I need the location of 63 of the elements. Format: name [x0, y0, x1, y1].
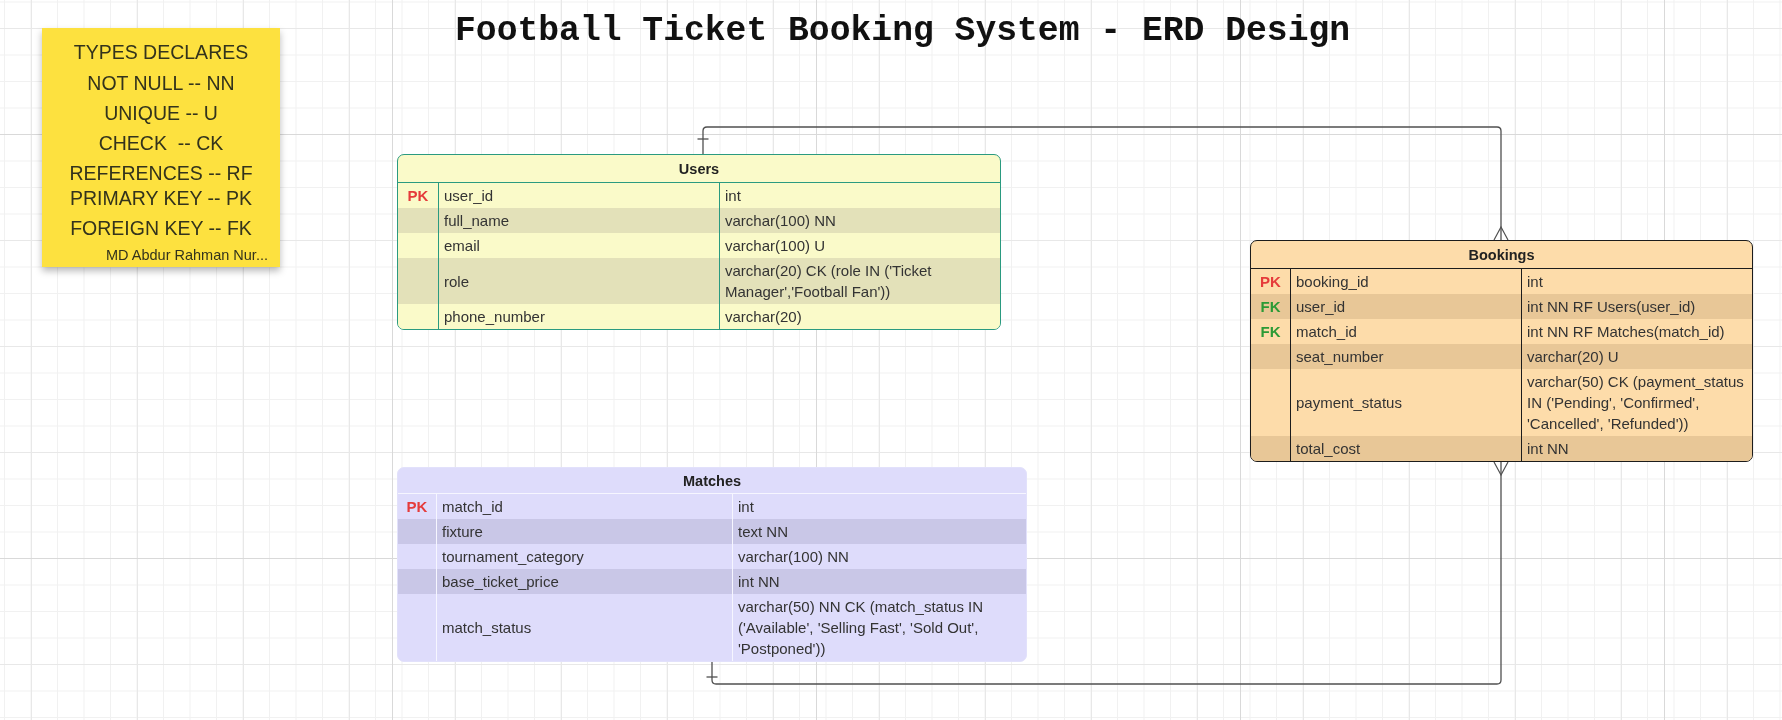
- column-type: varchar(20): [725, 307, 802, 327]
- table-row: [398, 304, 1000, 329]
- column-type: varchar(100) NN: [725, 211, 836, 231]
- table-row: [398, 569, 1026, 594]
- column-type: int NN RF Matches(match_id): [1527, 322, 1725, 342]
- column-type: varchar(20) CK (role IN ('Ticket Manager','Football Fan')): [725, 261, 933, 302]
- column-type: text NN: [738, 522, 788, 542]
- column-name: match_id: [442, 497, 503, 517]
- table-row: [1251, 294, 1752, 319]
- column-name: full_name: [444, 211, 510, 231]
- diagram-title: Football Ticket Booking System - ERD Design: [455, 11, 1351, 51]
- note-text: PRIMARY KEY -- PK: [69, 187, 253, 209]
- entity-table: [397, 154, 1001, 330]
- foreign-key-label: FK: [1260, 322, 1281, 342]
- note-text: UNIQUE -- U: [104, 102, 218, 124]
- note-text: NOT NULL -- NN: [87, 72, 235, 94]
- table-title: Matches: [683, 472, 741, 489]
- column-name: user_id: [1296, 297, 1346, 317]
- table-title: Users: [678, 160, 720, 177]
- note-text: TYPES DECLARES: [73, 41, 249, 63]
- column-type: int NN: [1527, 439, 1569, 459]
- entity-table: [1250, 240, 1753, 462]
- column-type: int: [1527, 272, 1543, 292]
- table-row: [398, 519, 1026, 544]
- column-type: int NN: [738, 572, 780, 592]
- entity-table: [397, 467, 1027, 662]
- table-row: [398, 208, 1000, 233]
- column-type: varchar(100) NN: [738, 547, 849, 567]
- column-name: email: [444, 236, 480, 256]
- column-name: match_status: [442, 618, 532, 638]
- primary-key-label: PK: [1260, 272, 1281, 292]
- primary-key-label: PK: [407, 186, 429, 206]
- column-name: phone_number: [444, 307, 545, 327]
- table-row: [398, 258, 1000, 304]
- table-title: Bookings: [1468, 246, 1535, 263]
- relationship-line: [705, 461, 1509, 685]
- column-type: varchar(100) U: [725, 236, 826, 256]
- foreign-key-label: FK: [1260, 297, 1281, 317]
- column-name: booking_id: [1296, 272, 1369, 292]
- sticky-note: [42, 28, 280, 267]
- note-text: CHECK -- CK: [98, 132, 224, 154]
- relationship-line: [696, 126, 1509, 241]
- column-name: role: [444, 271, 469, 292]
- column-name: fixture: [442, 522, 483, 542]
- note-text: REFERENCES -- RF: [69, 162, 253, 184]
- column-name: user_id: [444, 186, 494, 206]
- table-row: [1251, 436, 1752, 461]
- column-name: total_cost: [1296, 439, 1361, 459]
- column-type: int NN RF Users(user_id): [1527, 297, 1696, 317]
- note-text: FOREIGN KEY -- FK: [70, 217, 252, 239]
- column-name: payment_status: [1296, 393, 1402, 413]
- column-name: seat_number: [1296, 347, 1384, 367]
- column-type: varchar(20) U: [1527, 347, 1619, 367]
- primary-key-label: PK: [406, 497, 428, 517]
- column-name: base_ticket_price: [442, 572, 559, 592]
- column-name: tournament_category: [442, 547, 584, 567]
- table-row: [1251, 344, 1752, 369]
- column-type: varchar(50) CK (payment_status IN ('Pending', 'Confirmed', 'Cancelled', 'Refunded')): [1527, 372, 1745, 434]
- author-name: MD Abdur Rahman Nur...: [106, 247, 268, 263]
- column-type: varchar(50) NN CK (match_status IN ('Available', 'Selling Fast', 'Sold Out', 'Postponed')): [738, 597, 985, 659]
- column-type: int: [738, 497, 754, 517]
- column-type: int: [725, 186, 741, 206]
- column-name: match_id: [1296, 322, 1357, 342]
